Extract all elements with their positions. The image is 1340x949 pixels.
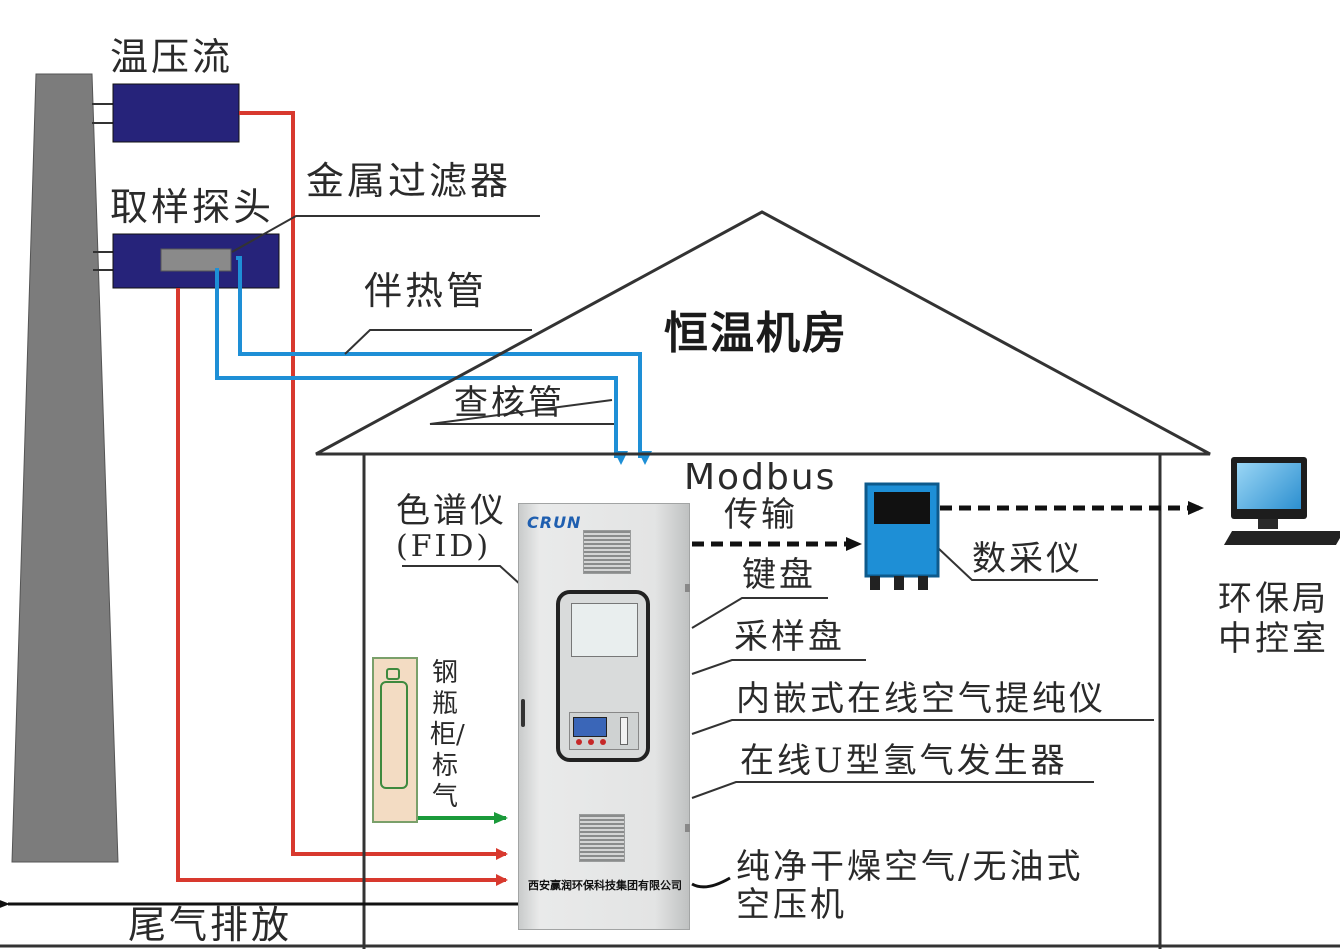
house-roof — [315, 210, 1211, 456]
analyzer-cabinet-icon: CRUN 西安赢润环保科技集团有限公司 — [518, 503, 690, 930]
red-line-probe — [176, 288, 508, 886]
label-metal-filter: 金属过滤器 — [306, 159, 512, 203]
keyboard-device — [1223, 531, 1340, 545]
label-cylinder-cabinet: 钢瓶柜/标气 — [430, 658, 465, 812]
metal-filter — [160, 248, 232, 272]
label-check-tube: 查核管 — [454, 383, 565, 423]
panel-button — [588, 739, 594, 745]
chimney — [11, 73, 119, 863]
probe-mounts — [92, 103, 113, 271]
red-line-temp — [239, 111, 508, 860]
label-sampling-probe: 取样探头 — [110, 185, 275, 229]
monitor — [1231, 457, 1307, 519]
label-hydrogen-generator: 在线U型氢气发生器 — [740, 741, 1068, 781]
compressor-feed-line — [691, 876, 731, 889]
label-chromatograph-fid: (FID) — [396, 529, 492, 564]
label-air-purifier: 内嵌式在线空气提纯仪 — [736, 679, 1106, 719]
label-sampling-panel: 采样盘 — [734, 617, 845, 657]
cabinet-window — [556, 590, 650, 762]
label-exhaust: 尾气排放 — [128, 903, 293, 947]
cabinet-logo: CRUN — [527, 513, 582, 532]
temp-pressure-flow-box — [112, 83, 240, 143]
top-vent — [583, 530, 631, 574]
label-compressor-1: 纯净干燥空气/无油式 — [736, 847, 1084, 887]
leader-lines — [231, 215, 1154, 799]
company-name: 西安赢润环保科技集团有限公司 — [528, 879, 682, 892]
flow-gauge — [620, 717, 628, 745]
label-chromatograph: 色谱仪 — [396, 491, 507, 531]
panel-button — [600, 739, 606, 745]
cabinet-handle — [521, 699, 525, 727]
label-temp-pressure-flow: 温压流 — [110, 35, 234, 79]
cylinder-valve — [386, 668, 400, 680]
control-panel — [569, 712, 639, 750]
label-data-acquisition: 数采仪 — [972, 539, 1083, 579]
label-constant-temp-room: 恒温机房 — [664, 308, 848, 359]
hinge — [685, 824, 690, 832]
cabinet-screen — [571, 603, 638, 657]
label-epb-1: 环保局 — [1218, 579, 1329, 619]
label-compressor-2: 空压机 — [736, 885, 847, 925]
bottom-vent — [579, 814, 625, 862]
cylinder-door — [380, 681, 408, 789]
lcd-display — [573, 717, 607, 737]
computer-icon — [1223, 457, 1340, 549]
hinge — [685, 584, 690, 592]
gas-cylinder-icon — [372, 657, 418, 823]
data-acquisition-device-icon — [864, 482, 940, 590]
label-epb-2: 中控室 — [1218, 619, 1329, 659]
label-keyboard: 键盘 — [742, 555, 816, 595]
label-heat-trace-tube: 伴热管 — [364, 269, 488, 313]
panel-button — [576, 739, 582, 745]
label-modbus: Modbus — [684, 457, 837, 498]
heat-trace-line — [236, 256, 652, 465]
label-transmission: 传输 — [724, 495, 798, 535]
check-tube-line — [215, 268, 628, 465]
